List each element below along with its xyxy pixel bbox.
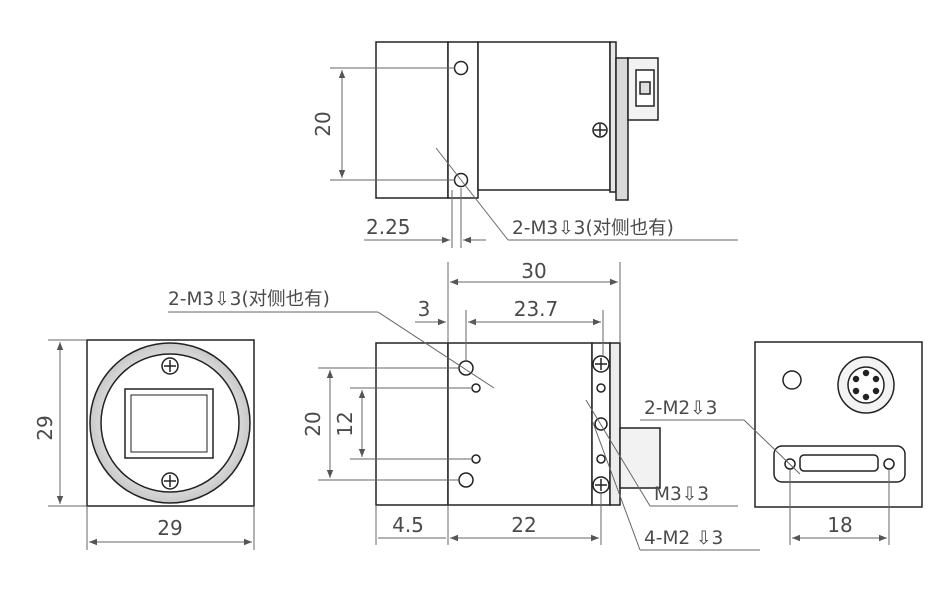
rear-view-span-label: 18: [827, 513, 852, 537]
front-view: 29 29: [33, 339, 255, 550]
front-view-height-label: 29: [33, 415, 57, 440]
side-view-span-22-label: 22: [511, 513, 536, 537]
front-view-dimension-lines: [48, 339, 255, 550]
side-view-hole-span-label: 23.7: [514, 297, 559, 321]
top-view-dimension-lines: [330, 67, 738, 248]
rear-view-holes-note: 2-M2⇩3: [644, 398, 717, 419]
top-view-height-label: 20: [311, 111, 335, 136]
top-view-holes-note: 2-M3⇩3(对侧也有): [512, 218, 674, 239]
rear-view-body: [754, 341, 923, 508]
side-view-m3-note: M3⇩3: [654, 484, 709, 505]
side-view-m2-note: 4-M2 ⇩3: [644, 528, 723, 549]
side-view-holes-note: 2-M3⇩3(对侧也有): [168, 289, 330, 310]
side-view: 30 23.7 3 2-M3⇩3(对侧也有) 20 12 4.5 22 M3⇩3…: [168, 259, 760, 551]
side-view-length-label: 30: [521, 259, 546, 283]
side-view-body: [375, 342, 661, 506]
side-view-offset-3-label: 3: [418, 297, 431, 321]
front-view-body: [86, 339, 255, 507]
rear-view-dimension-lines: [640, 419, 890, 545]
side-view-height-20-label: 20: [301, 411, 325, 436]
rear-view: 2-M2⇩3 18: [640, 341, 923, 545]
side-view-height-12-label: 12: [333, 411, 357, 436]
top-view: 20 2.25 2-M3⇩3(对侧也有): [311, 41, 738, 248]
side-view-offset-4-5-label: 4.5: [392, 513, 424, 537]
side-view-dimension-lines: [168, 262, 760, 551]
top-view-body: [375, 41, 659, 201]
top-view-offset-label: 2.25: [366, 215, 411, 239]
front-view-width-label: 29: [157, 516, 182, 540]
